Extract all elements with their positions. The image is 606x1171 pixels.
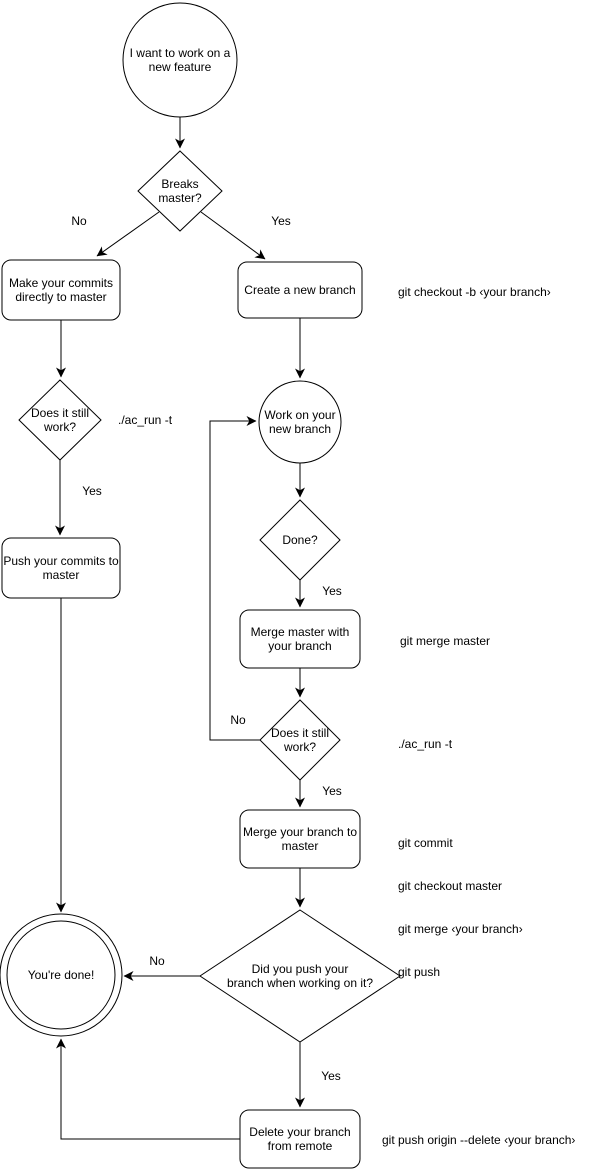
merge-branch-rect-shape: [239, 809, 361, 869]
node-did-push-label: Did you push your branch when working on…: [226, 962, 374, 990]
node-merge-branch-label: Merge your branch to master: [242, 825, 358, 853]
edge-label-no-did-push: No: [149, 954, 165, 968]
edge-label-no-breaks: No: [71, 214, 87, 228]
start-circle-shape: [122, 2, 238, 118]
done-diamond-shape: [259, 499, 341, 581]
still-work-2-diamond-shape: [259, 699, 341, 781]
edge-label-no-still-work-2: No: [230, 713, 246, 727]
still-work-1-diamond-shape: [18, 379, 102, 461]
node-youre-done-label: You're done!: [27, 968, 95, 982]
annotation-merge-cmds: git commit git checkout master git merge…: [398, 807, 523, 1009]
node-push-commits-label: Push your commits to master: [3, 554, 119, 582]
node-start-label: I want to work on a new feature: [129, 46, 231, 74]
work-branch-circle-shape: [258, 380, 342, 464]
node-still-work-2-label: Does it still work?: [270, 726, 329, 754]
node-done-label: Done?: [282, 533, 318, 547]
node-commits-master-label: Make your commits directly to master: [8, 276, 114, 304]
edge-breaks-no: [96, 211, 160, 257]
annotation-ac-run-2: ./ac_run -t: [398, 737, 453, 751]
delete-branch-rect-shape: [239, 1109, 361, 1169]
merge-master-rect-shape: [239, 609, 361, 669]
annotation-checkout-cmd: git checkout -b ‹your branch›: [398, 285, 551, 299]
youre-done-inner-circle-shape: [6, 920, 116, 1030]
edge-label-yes-done: Yes: [322, 584, 342, 598]
edge-label-yes-breaks: Yes: [271, 214, 291, 228]
edge-label-yes-did-push: Yes: [321, 1069, 341, 1083]
shapes: [0, 2, 401, 1169]
node-work-branch-label: Work on your new branch: [264, 408, 336, 436]
did-push-diamond-shape: [199, 909, 401, 1043]
node-breaks-master-label: Breaks master?: [158, 177, 202, 205]
node-delete-branch-label: Delete your branch from remote: [249, 1125, 351, 1153]
create-branch-rect-shape: [237, 261, 363, 319]
push-commits-rect-shape: [1, 537, 121, 599]
node-create-branch-label: Create a new branch: [244, 283, 356, 297]
edge-label-yes-still-work-1: Yes: [82, 484, 102, 498]
annotation-merge-cmd-line: git commit: [398, 835, 453, 850]
commits-master-rect-shape: [1, 259, 121, 321]
annotation-merge-master-cmd: git merge master: [400, 634, 491, 648]
annotation-delete-cmd: git push origin --delete ‹your branch›: [382, 1133, 576, 1147]
breaks-master-diamond-shape: [137, 150, 223, 232]
edge-delete-to-done-loop: [56, 1038, 240, 1140]
annotation-merge-cmd-line: git checkout master: [398, 879, 503, 894]
edge-stillwork2-no-loop: [209, 416, 260, 741]
edge-label-yes-still-work-2: Yes: [322, 784, 342, 798]
edge-breaks-yes: [200, 211, 266, 260]
connectors: [55, 117, 305, 1140]
node-still-work-1-label: Does it still work?: [30, 406, 89, 434]
annotation-ac-run-1: ./ac_run -t: [118, 413, 173, 427]
annotation-merge-cmd-line: git push: [398, 965, 441, 980]
node-merge-master-label: Merge master with your branch: [250, 625, 350, 653]
annotation-merge-cmd-line: git merge ‹your branch›: [398, 922, 523, 937]
